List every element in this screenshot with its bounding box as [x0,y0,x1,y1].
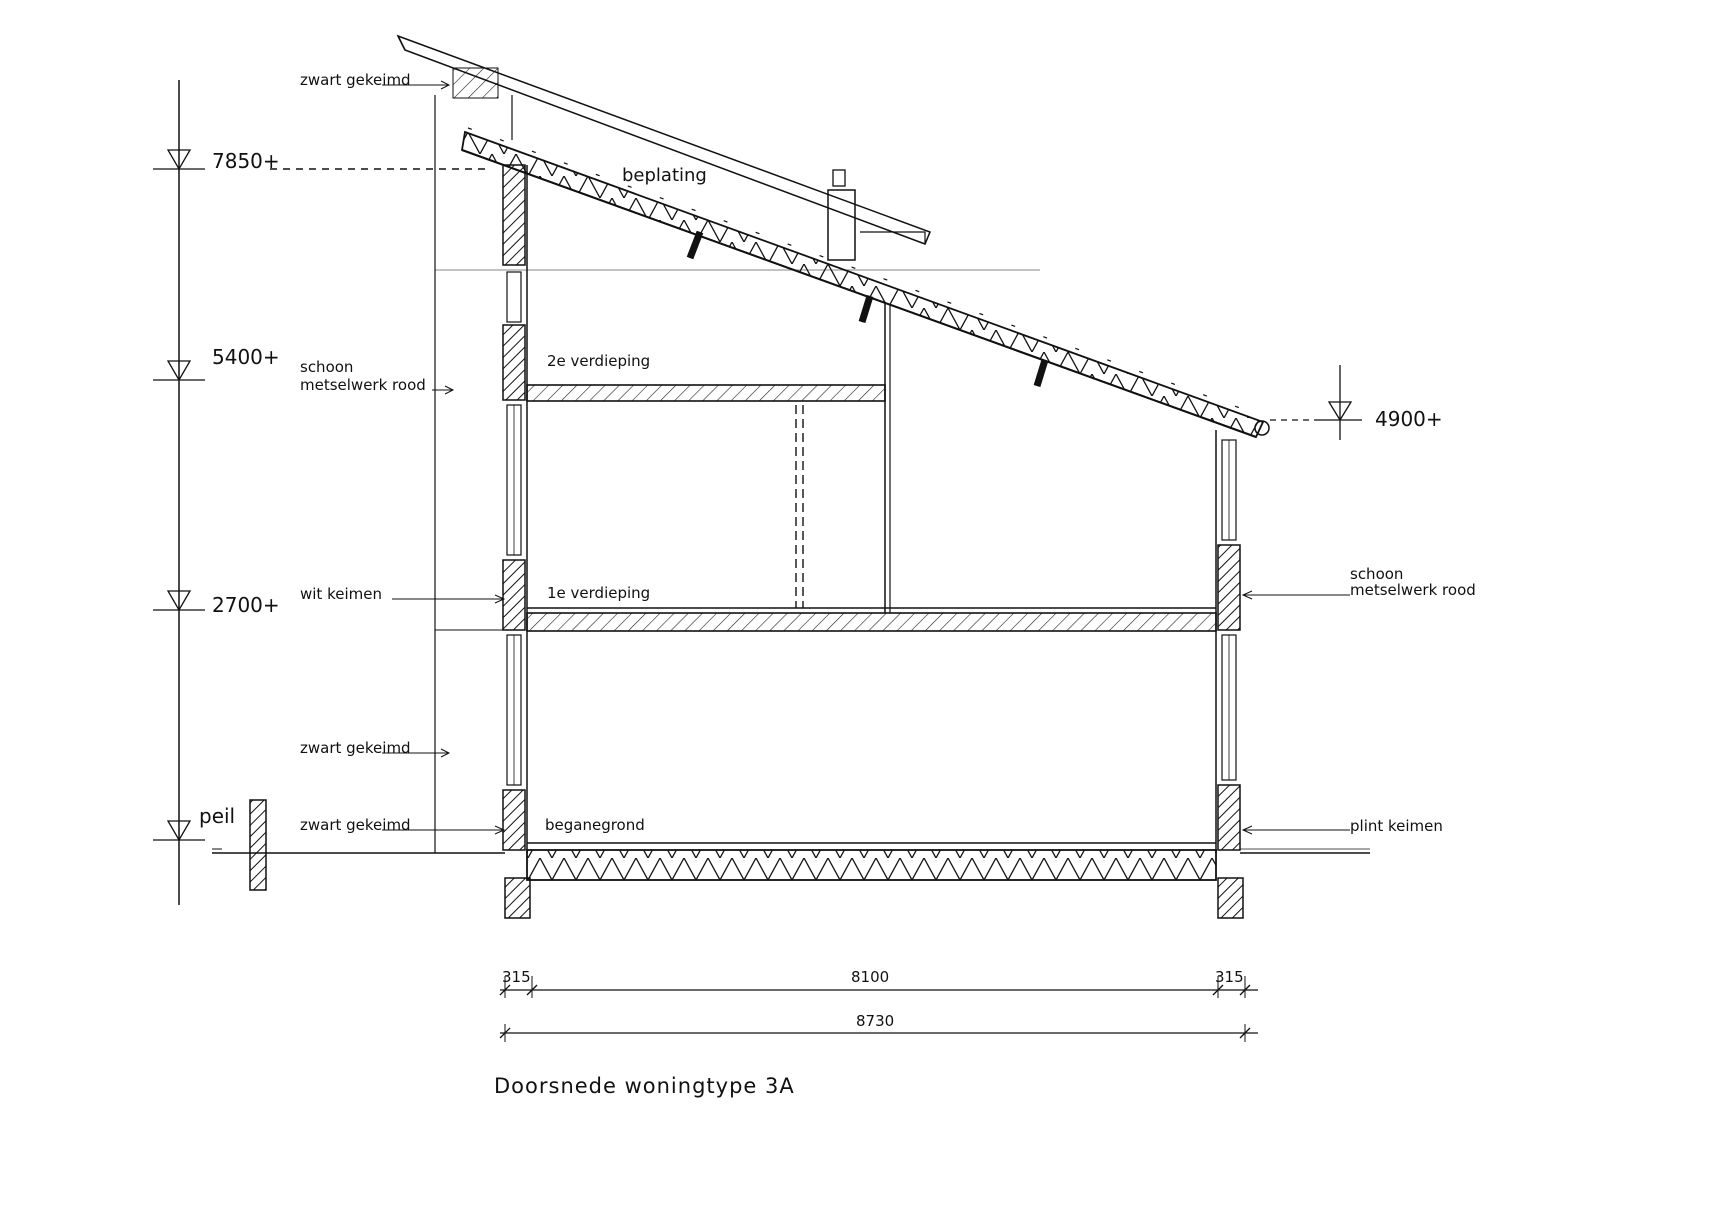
dim-left-wall: 315 [502,968,531,986]
level-4900-marker [1320,365,1362,440]
label-plint-keimen: plint keimen [1350,817,1443,835]
label-zwart-gekeimd-low: zwart gekeimd [300,739,411,757]
peil-post [249,799,267,891]
roof-vent [827,169,856,261]
right-wall [1215,430,1241,853]
floor-label-second: 2e verdieping [547,352,650,370]
roof-label-beplating: beplating [622,165,707,186]
left-wall [502,164,528,853]
floor-first [526,607,1217,632]
ground-line [212,848,1370,854]
level-4900: 4900+ [1375,407,1443,431]
level-axis [153,80,205,905]
dim-total: 8730 [856,1012,894,1030]
level-7850: 7850+ [212,149,280,173]
label-zwart-gekeimd-top: zwart gekeimd [300,71,411,89]
dim-inner: 8100 [851,968,889,986]
level-peil: peil [199,804,235,828]
level-2700: 2700+ [212,593,280,617]
label-metselwerk-rood-right: metselwerk rood [1350,581,1476,599]
floor-label-first: 1e verdieping [547,584,650,602]
roof-truss [460,127,1270,439]
drawing-caption: Doorsnede woningtype 3A [494,1074,795,1098]
upper-roof [396,34,931,245]
foundation-left [504,877,531,919]
neighbour-elevation [434,67,1040,853]
label-metselwerk-rood-left: metselwerk rood [300,376,426,394]
interior-walls [795,302,891,613]
floor-label-ground: beganegrond [545,816,645,834]
label-zwart-gekeimd-base: zwart gekeimd [300,816,411,834]
ground-floor [526,842,1217,881]
label-wit-keimen: wit keimen [300,585,382,603]
floor-second [526,384,886,402]
dimension-lines [499,976,1258,1042]
dim-right-wall: 315 [1215,968,1244,986]
foundation-right [1217,877,1244,919]
label-schoon: schoon [300,358,353,376]
label-schoon-right: schoon [1350,565,1403,583]
level-5400: 5400+ [212,345,280,369]
